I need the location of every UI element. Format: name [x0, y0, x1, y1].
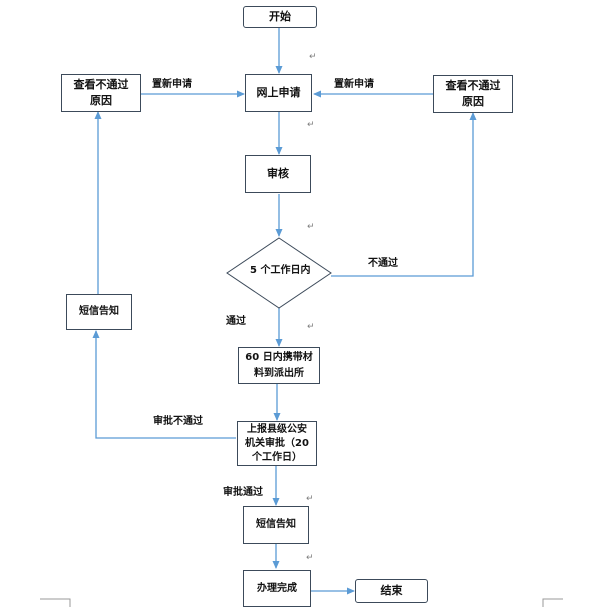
paragraph-mark: ↵: [307, 322, 315, 332]
edge-label-not-pass: 不通过: [368, 258, 398, 269]
right-reason-node: 查看不通过 原因: [433, 75, 513, 113]
edge-label-reapply-left: 置新申请: [152, 79, 192, 90]
page-corner-marks: [40, 598, 563, 607]
start-node-label: 开始: [269, 10, 291, 23]
decision-label: 5 个工作日内: [250, 265, 311, 276]
paragraph-mark: ↵: [309, 52, 317, 62]
paragraph-mark: ↵: [307, 222, 315, 232]
sms-notice-node: 短信告知: [243, 506, 309, 544]
start-node: 开始: [243, 6, 317, 28]
county-review-node: 上报县级公安 机关审批（20 个工作日）: [237, 421, 317, 466]
bring-materials-label: 60 日内携带材 料到派出所: [245, 351, 313, 379]
arrow-not-pass-path: [331, 112, 477, 277]
right-reason-label: 查看不通过 原因: [445, 79, 501, 108]
done-node: 办理完成: [243, 570, 311, 607]
paragraph-mark: ↵: [306, 494, 314, 504]
edge-label-approval-fail: 审批不通过: [153, 416, 203, 427]
left-reason-label: 查看不通过 原因: [73, 78, 129, 107]
edge-label-approval-pass: 审批通过: [223, 487, 263, 498]
bring-materials-node: 60 日内携带材 料到派出所: [238, 347, 320, 384]
done-label: 办理完成: [257, 582, 297, 594]
end-label: 结束: [380, 584, 403, 597]
sms-notice-label: 短信告知: [256, 519, 296, 530]
left-reason-node: 查看不通过 原因: [61, 74, 141, 112]
review-label: 审核: [267, 167, 289, 180]
edge-label-reapply-right: 置新申请: [334, 79, 374, 90]
county-review-label: 上报县级公安 机关审批（20 个工作日）: [245, 423, 309, 463]
edge-label-pass: 通过: [226, 316, 246, 327]
online-apply-label: 网上申请: [256, 86, 301, 99]
arrow-approval-fail-path: [92, 330, 236, 439]
review-node: 审核: [245, 155, 311, 193]
end-node: 结束: [355, 579, 428, 603]
paragraph-mark: ↵: [306, 553, 314, 563]
left-sms-node: 短信告知: [66, 294, 132, 330]
paragraph-mark: ↵: [307, 120, 315, 130]
decision-diamond: [226, 237, 332, 309]
left-sms-label: 短信告知: [79, 306, 119, 317]
online-apply-node: 网上申请: [245, 74, 312, 112]
